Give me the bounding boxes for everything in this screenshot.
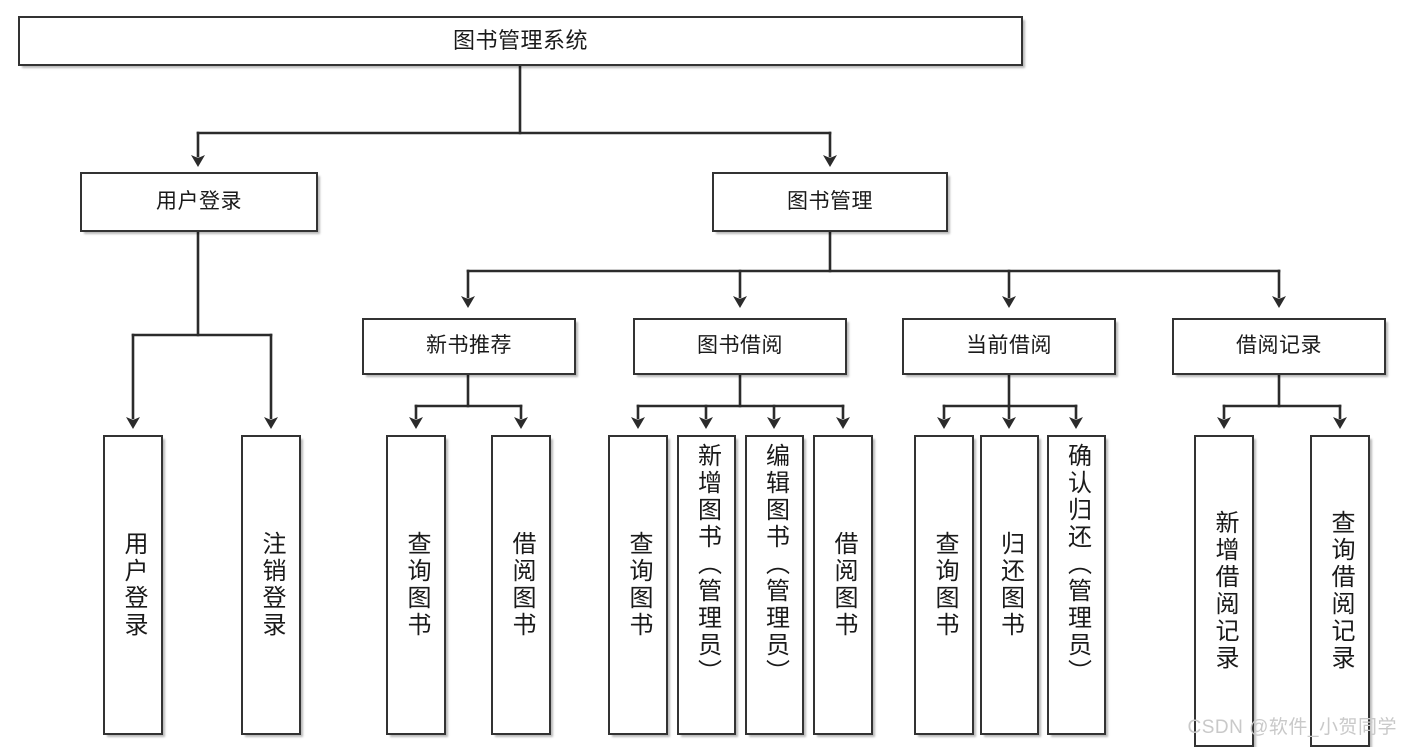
node-label: 归还图书	[996, 531, 1024, 639]
node-label: 新增借阅记录	[1211, 510, 1238, 672]
node-label: 查询图书	[931, 531, 958, 639]
leaf-add-book-admin[interactable]: 新增图书（管理员）	[677, 435, 736, 735]
node-book-management-system[interactable]: 图书管理系统	[18, 16, 1023, 66]
leaf-confirm-return-admin[interactable]: 确认归还（管理员）	[1047, 435, 1106, 735]
leaf-add-borrow-record[interactable]: 新增借阅记录	[1194, 435, 1254, 747]
node-current-borrow[interactable]: 当前借阅	[902, 318, 1116, 375]
node-label: 当前借阅	[966, 334, 1052, 358]
node-user-login[interactable]: 用户登录	[80, 172, 318, 232]
node-label: 图书借阅	[697, 334, 783, 358]
leaf-query-borrow-record[interactable]: 查询借阅记录	[1310, 435, 1370, 747]
leaf-return-book[interactable]: 归还图书	[980, 435, 1039, 735]
node-label: 用户登录	[156, 189, 242, 213]
node-label: 编辑图书（管理员）	[761, 443, 789, 686]
node-label: 借阅图书	[830, 531, 857, 639]
node-borrow-record[interactable]: 借阅记录	[1172, 318, 1386, 375]
node-label: 借阅图书	[508, 531, 535, 639]
node-label: 查询图书	[403, 531, 430, 639]
node-label: 图书管理系统	[452, 28, 588, 54]
leaf-query-book-current[interactable]: 查询图书	[914, 435, 974, 735]
leaf-query-book-recommend[interactable]: 查询图书	[386, 435, 446, 735]
node-label: 用户登录	[120, 531, 147, 639]
leaf-query-book-borrow[interactable]: 查询图书	[608, 435, 668, 735]
node-label: 新增图书（管理员）	[693, 443, 721, 686]
node-new-book-recommend[interactable]: 新书推荐	[362, 318, 576, 375]
node-label: 查询借阅记录	[1327, 510, 1354, 672]
node-label: 新书推荐	[426, 334, 512, 358]
leaf-user-login[interactable]: 用户登录	[103, 435, 163, 735]
leaf-logout-login[interactable]: 注销登录	[241, 435, 301, 735]
leaf-borrow-book[interactable]: 借阅图书	[813, 435, 873, 735]
node-label: 借阅记录	[1236, 334, 1322, 358]
leaf-edit-book-admin[interactable]: 编辑图书（管理员）	[745, 435, 804, 735]
node-book-borrow[interactable]: 图书借阅	[633, 318, 847, 375]
node-label: 确认归还（管理员）	[1063, 443, 1091, 686]
leaf-borrow-book-recommend[interactable]: 借阅图书	[491, 435, 551, 735]
node-label: 图书管理	[787, 189, 873, 213]
node-label: 注销登录	[258, 531, 285, 639]
node-label: 查询图书	[625, 531, 652, 639]
node-book-management[interactable]: 图书管理	[712, 172, 948, 232]
watermark-text: CSDN @软件_小贺同学	[1187, 717, 1397, 738]
